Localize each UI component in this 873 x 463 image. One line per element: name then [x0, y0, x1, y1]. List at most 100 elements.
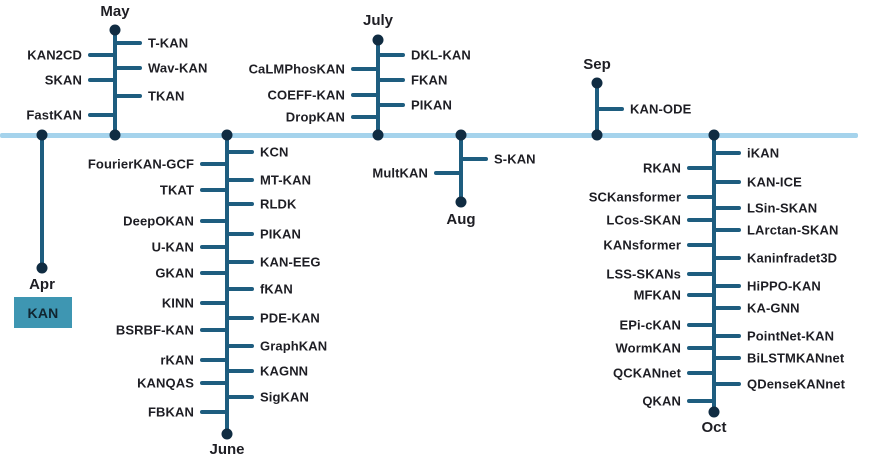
month-label-sep: Sep — [583, 56, 611, 73]
branch-label: SKAN — [44, 72, 82, 88]
branch-tick — [227, 150, 254, 154]
branch-label: rKAN — [160, 352, 194, 368]
branch-tick — [200, 358, 227, 362]
timeline-junction-dot — [455, 129, 467, 141]
branch-label: CaLMPhosKAN — [248, 61, 345, 77]
branch-label: RLDK — [260, 196, 297, 212]
timeline-junction-dot — [591, 129, 603, 141]
branch-tick — [378, 103, 405, 107]
branch-tick — [200, 245, 227, 249]
branch-tick — [227, 395, 254, 399]
branch-tick — [714, 284, 741, 288]
branch-label: KAN-EEG — [260, 254, 321, 270]
branch-label: SCKansformer — [588, 189, 681, 205]
branch-label: HiPPO-KAN — [747, 278, 821, 294]
branch-tick — [200, 381, 227, 385]
month-stem — [113, 30, 117, 135]
stem-end-dot — [591, 77, 603, 89]
month-label-may: May — [100, 3, 130, 20]
branch-label: FastKAN — [26, 107, 82, 123]
stem-end-dot — [36, 262, 48, 274]
branch-tick — [200, 219, 227, 223]
branch-tick — [714, 206, 741, 210]
branch-tick — [714, 180, 741, 184]
timeline-axis — [0, 132, 858, 138]
timeline-junction-dot — [221, 129, 233, 141]
branch-label: S-KAN — [494, 151, 536, 167]
branch-tick — [714, 334, 741, 338]
branch-label: QKAN — [642, 393, 681, 409]
branch-tick — [687, 323, 714, 327]
branch-tick — [200, 162, 227, 166]
branch-tick — [687, 399, 714, 403]
branch-label: GKAN — [155, 265, 194, 281]
branch-label: QCKANnet — [613, 365, 681, 381]
branch-tick — [351, 93, 378, 97]
month-stem — [376, 40, 380, 135]
branch-label: DropKAN — [285, 109, 345, 125]
branch-tick — [115, 41, 142, 45]
branch-label: KCN — [260, 144, 289, 160]
branch-tick — [115, 94, 142, 98]
branch-label: KANsformer — [603, 237, 681, 253]
timeline-junction-dot — [372, 129, 384, 141]
branch-label: Wav-KAN — [148, 60, 208, 76]
month-stem — [712, 135, 716, 412]
branch-tick — [227, 202, 254, 206]
month-label-aug: Aug — [446, 211, 476, 228]
branch-label: iKAN — [747, 145, 780, 161]
timeline-junction-dot — [109, 129, 121, 141]
branch-tick — [714, 382, 741, 386]
month-stem — [459, 135, 463, 202]
branch-label: KA-GNN — [747, 300, 800, 316]
branch-label: DeepOKAN — [123, 213, 194, 229]
branch-tick — [227, 344, 254, 348]
branch-label: Kaninfradet3D — [747, 250, 838, 266]
branch-tick — [351, 115, 378, 119]
branch-tick — [714, 151, 741, 155]
kan-origin-box: KAN — [14, 297, 72, 328]
branch-tick — [200, 328, 227, 332]
branch-tick — [714, 256, 741, 260]
month-stem — [225, 135, 229, 434]
month-stem — [40, 135, 44, 268]
branch-label: PIKAN — [260, 226, 301, 242]
branch-tick — [200, 410, 227, 414]
branch-tick — [88, 78, 115, 82]
branch-tick — [714, 228, 741, 232]
branch-label: LSin-SKAN — [747, 200, 818, 216]
branch-label: SigKAN — [260, 389, 309, 405]
branch-tick — [687, 243, 714, 247]
branch-tick — [714, 356, 741, 360]
branch-label: TKAT — [159, 182, 194, 198]
branch-label: DKL-KAN — [411, 47, 471, 63]
branch-label: KAN2CD — [27, 47, 82, 63]
branch-tick — [351, 67, 378, 71]
branch-tick — [88, 53, 115, 57]
branch-tick — [200, 188, 227, 192]
stem-end-dot — [372, 34, 384, 46]
branch-tick — [687, 272, 714, 276]
branch-tick — [687, 371, 714, 375]
branch-label: QDenseKANnet — [747, 376, 845, 392]
branch-tick — [687, 218, 714, 222]
stem-end-dot — [221, 428, 233, 440]
branch-tick — [687, 293, 714, 297]
stem-end-dot — [455, 196, 467, 208]
branch-label: BSRBF-KAN — [115, 322, 194, 338]
branch-label: KAGNN — [260, 363, 309, 379]
branch-label: T-KAN — [148, 35, 189, 51]
branch-tick — [687, 195, 714, 199]
branch-label: KAN-ICE — [747, 174, 802, 190]
branch-tick — [227, 178, 254, 182]
branch-tick — [115, 66, 142, 70]
branch-tick — [227, 260, 254, 264]
branch-tick — [714, 306, 741, 310]
branch-label: TKAN — [148, 88, 185, 104]
branch-label: U-KAN — [151, 239, 194, 255]
month-label-oct: Oct — [701, 419, 727, 436]
branch-tick — [461, 157, 488, 161]
branch-label: WormKAN — [615, 340, 681, 356]
branch-tick — [434, 171, 461, 175]
